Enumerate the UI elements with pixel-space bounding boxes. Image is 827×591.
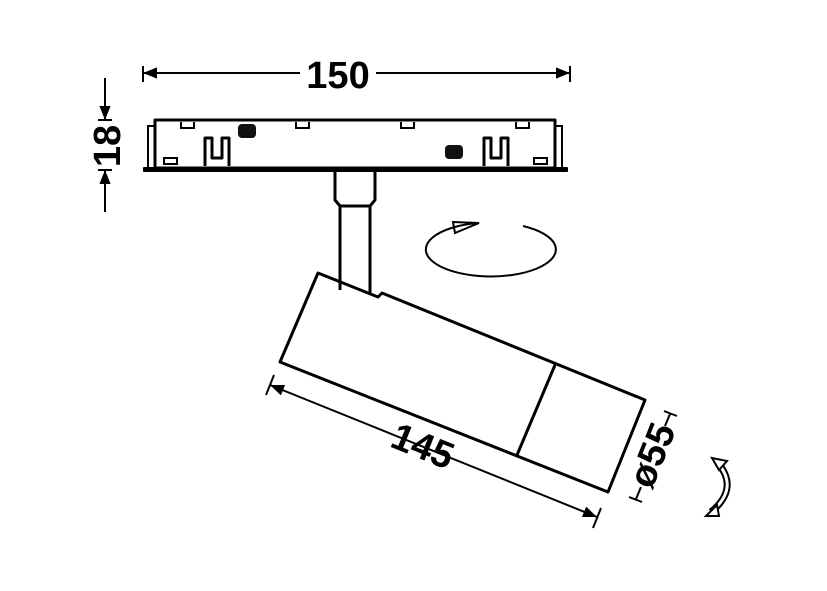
dimension-label-18: 18 [87,125,129,167]
dimension-label-145: 145 [385,416,460,479]
dimension-lamp-length: 145 [265,374,602,529]
dimension-label-150: 150 [306,55,369,97]
dimension-label-diameter: ø55 [621,417,684,493]
rotate-tilt-icon [703,456,731,517]
track-profile [143,118,568,172]
stem [333,172,377,295]
lamp-head [278,271,647,494]
dimension-track-height: 18 [87,78,129,212]
dimension-track-length: 150 [142,55,571,97]
dimension-lamp-diameter: ø55 [621,410,685,503]
rotate-horizontal-icon [424,220,557,278]
